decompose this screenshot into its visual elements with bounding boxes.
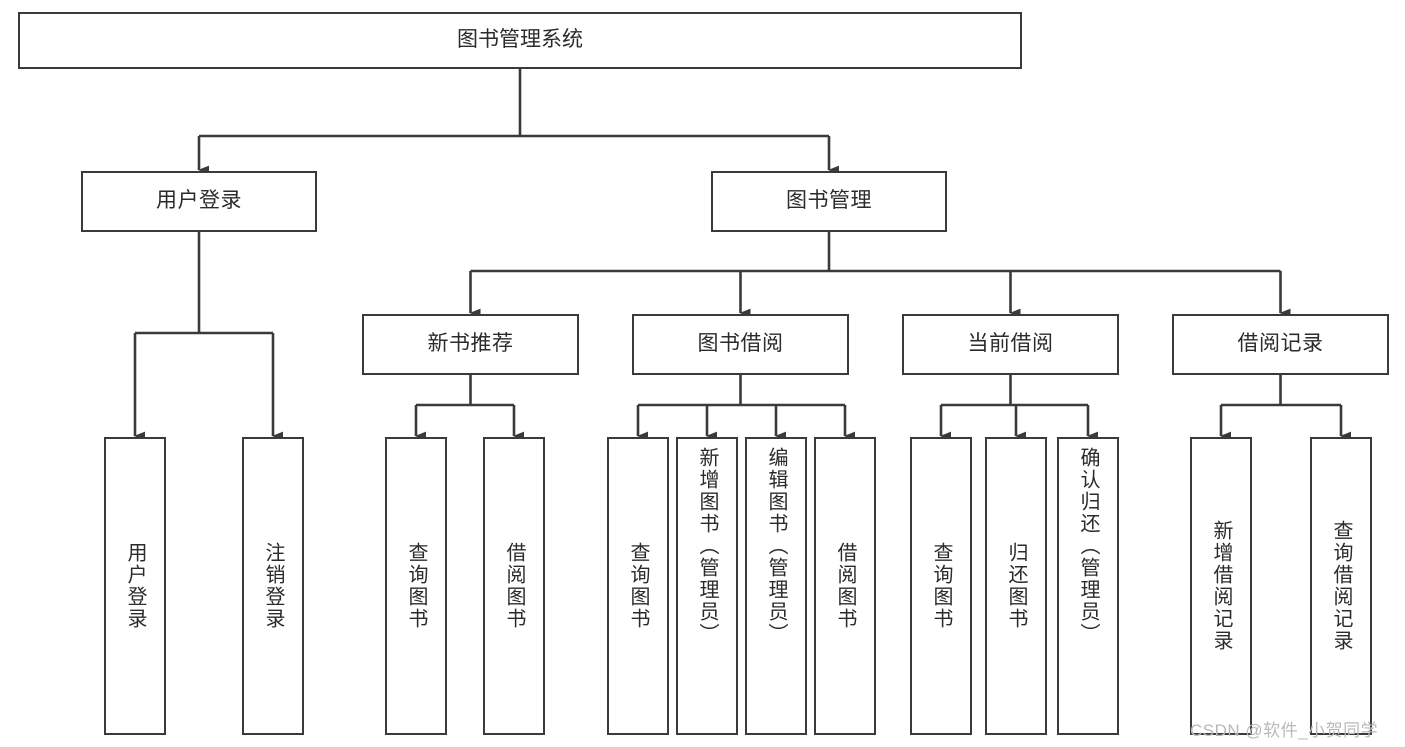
node-label: 借阅记录 bbox=[1237, 332, 1324, 356]
node-root[interactable]: 图书管理系统 bbox=[18, 12, 1022, 69]
node-label: 查询借阅记录 bbox=[1330, 520, 1352, 652]
node-label: 查询图书 bbox=[405, 542, 427, 630]
node-borrow-record[interactable]: 借阅记录 bbox=[1172, 314, 1389, 375]
node-label: 查询图书 bbox=[627, 542, 649, 630]
node-label: 借阅图书 bbox=[834, 542, 856, 630]
node-book-management[interactable]: 图书管理 bbox=[711, 171, 947, 232]
node-label: 编辑图书（管理员） bbox=[765, 447, 787, 645]
node-label: 查询图书 bbox=[930, 542, 952, 630]
node-label: 归还图书 bbox=[1005, 542, 1027, 630]
leaf-confirm-return-admin[interactable]: 确认归还（管理员） bbox=[1057, 437, 1119, 735]
node-label: 用户登录 bbox=[124, 542, 146, 630]
leaf-user-login[interactable]: 用户登录 bbox=[104, 437, 166, 735]
node-label: 注销登录 bbox=[262, 542, 284, 630]
leaf-return-book[interactable]: 归还图书 bbox=[985, 437, 1047, 735]
leaf-add-borrow-record[interactable]: 新增借阅记录 bbox=[1190, 437, 1252, 735]
leaf-edit-book-admin[interactable]: 编辑图书（管理员） bbox=[745, 437, 807, 735]
node-book-borrow[interactable]: 图书借阅 bbox=[632, 314, 849, 375]
leaf-query-book-current[interactable]: 查询图书 bbox=[910, 437, 972, 735]
node-label: 用户登录 bbox=[156, 189, 242, 213]
node-label: 借阅图书 bbox=[503, 542, 525, 630]
node-label: 图书管理 bbox=[786, 189, 872, 213]
leaf-borrow-book-recommend[interactable]: 借阅图书 bbox=[483, 437, 545, 735]
leaf-query-book-borrow[interactable]: 查询图书 bbox=[607, 437, 669, 735]
node-current-borrow[interactable]: 当前借阅 bbox=[902, 314, 1119, 375]
node-label: 当前借阅 bbox=[967, 332, 1054, 356]
leaf-query-borrow-record[interactable]: 查询借阅记录 bbox=[1310, 437, 1372, 735]
csdn-watermark: CSDN @软件_小贺同学 bbox=[1190, 721, 1379, 740]
node-label: 确认归还（管理员） bbox=[1077, 447, 1099, 645]
node-label: 新增图书（管理员） bbox=[696, 447, 718, 645]
leaf-borrow-book[interactable]: 借阅图书 bbox=[814, 437, 876, 735]
node-label: 图书借阅 bbox=[697, 332, 784, 356]
node-label: 新增借阅记录 bbox=[1210, 520, 1232, 652]
leaf-query-book-recommend[interactable]: 查询图书 bbox=[385, 437, 447, 735]
leaf-add-book-admin[interactable]: 新增图书（管理员） bbox=[676, 437, 738, 735]
leaf-logout[interactable]: 注销登录 bbox=[242, 437, 304, 735]
node-new-book-recommendation[interactable]: 新书推荐 bbox=[362, 314, 579, 375]
node-user-login[interactable]: 用户登录 bbox=[81, 171, 317, 232]
node-label: 图书管理系统 bbox=[457, 28, 583, 52]
node-label: 新书推荐 bbox=[427, 332, 514, 356]
